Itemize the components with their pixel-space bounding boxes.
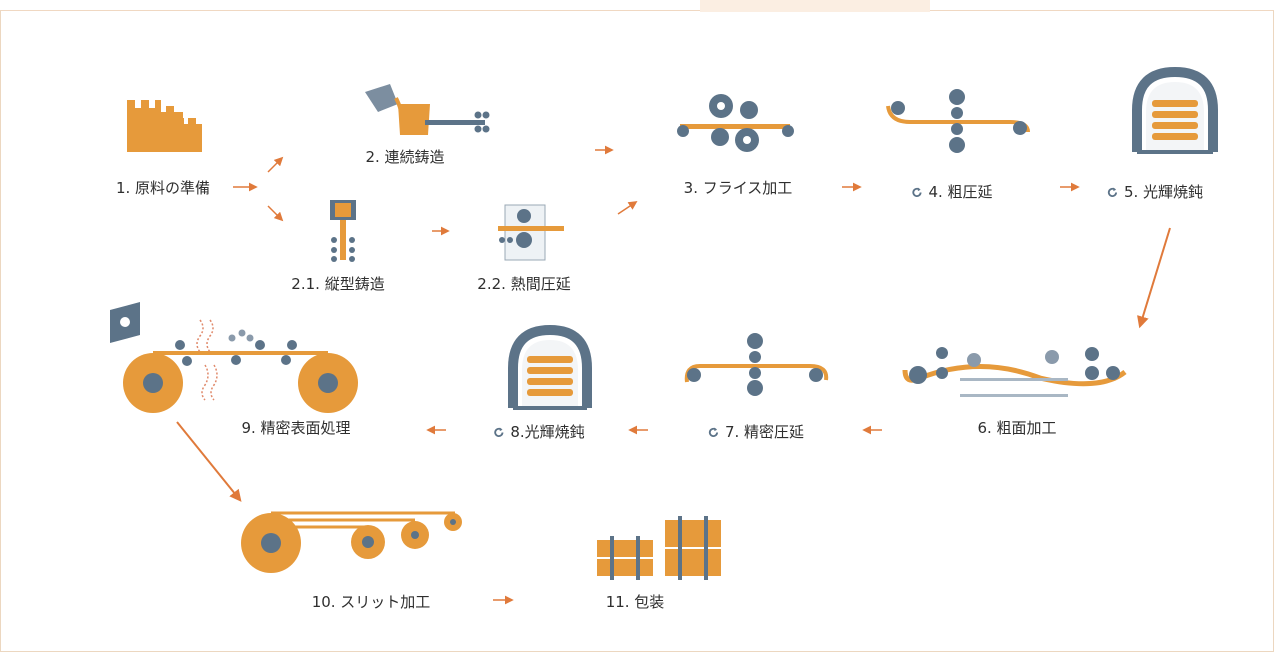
annealing-furnace-icon: [1132, 66, 1218, 154]
step-2-2-label: 2.2. 熱間圧延: [477, 275, 571, 293]
step-2-label: 2. 連続鋳造: [365, 148, 445, 166]
step-2-1-label: 2.1. 縦型鋳造: [291, 275, 385, 293]
top-decoration: [700, 0, 930, 12]
step-3-label: 3. フライス加工: [683, 179, 793, 197]
surface-treatment-icon: [110, 302, 358, 413]
precision-rolling-icon: [684, 333, 829, 396]
packing-icon: [597, 516, 721, 580]
step-5-label: 5. 光輝焼鈍: [1107, 181, 1203, 202]
annealing-furnace-2-icon: [508, 324, 592, 410]
vertical-casting-icon: [330, 200, 356, 262]
step-8-label: 8.光輝焼鈍: [493, 421, 585, 442]
slitting-icon: [241, 511, 462, 573]
surface-processing-icon: [902, 347, 1127, 397]
step-1-label: 1. 原料の準備: [115, 179, 211, 197]
milling-icon: [677, 94, 794, 152]
flow-arrows: [176, 145, 1171, 605]
step-6-label: 6. 粗面加工: [977, 419, 1057, 437]
step-7-label: 7. 精密圧延: [708, 421, 804, 442]
cycle-icon: [494, 427, 504, 437]
continuous-casting-icon: [365, 84, 490, 135]
step-11-label: 11. 包装: [605, 593, 665, 611]
cycle-icon: [708, 427, 719, 437]
cycle-icon: [1107, 187, 1118, 197]
step-9-label: 9. 精密表面処理: [241, 419, 351, 437]
raw-material-icon: [127, 100, 202, 152]
hot-rolling-icon: [498, 204, 564, 261]
cycle-icon: [912, 187, 922, 197]
step-4-label: 4. 粗圧延: [911, 181, 993, 202]
rough-rolling-icon: [886, 89, 1030, 153]
step-10-label: 10. スリット加工: [311, 593, 431, 611]
